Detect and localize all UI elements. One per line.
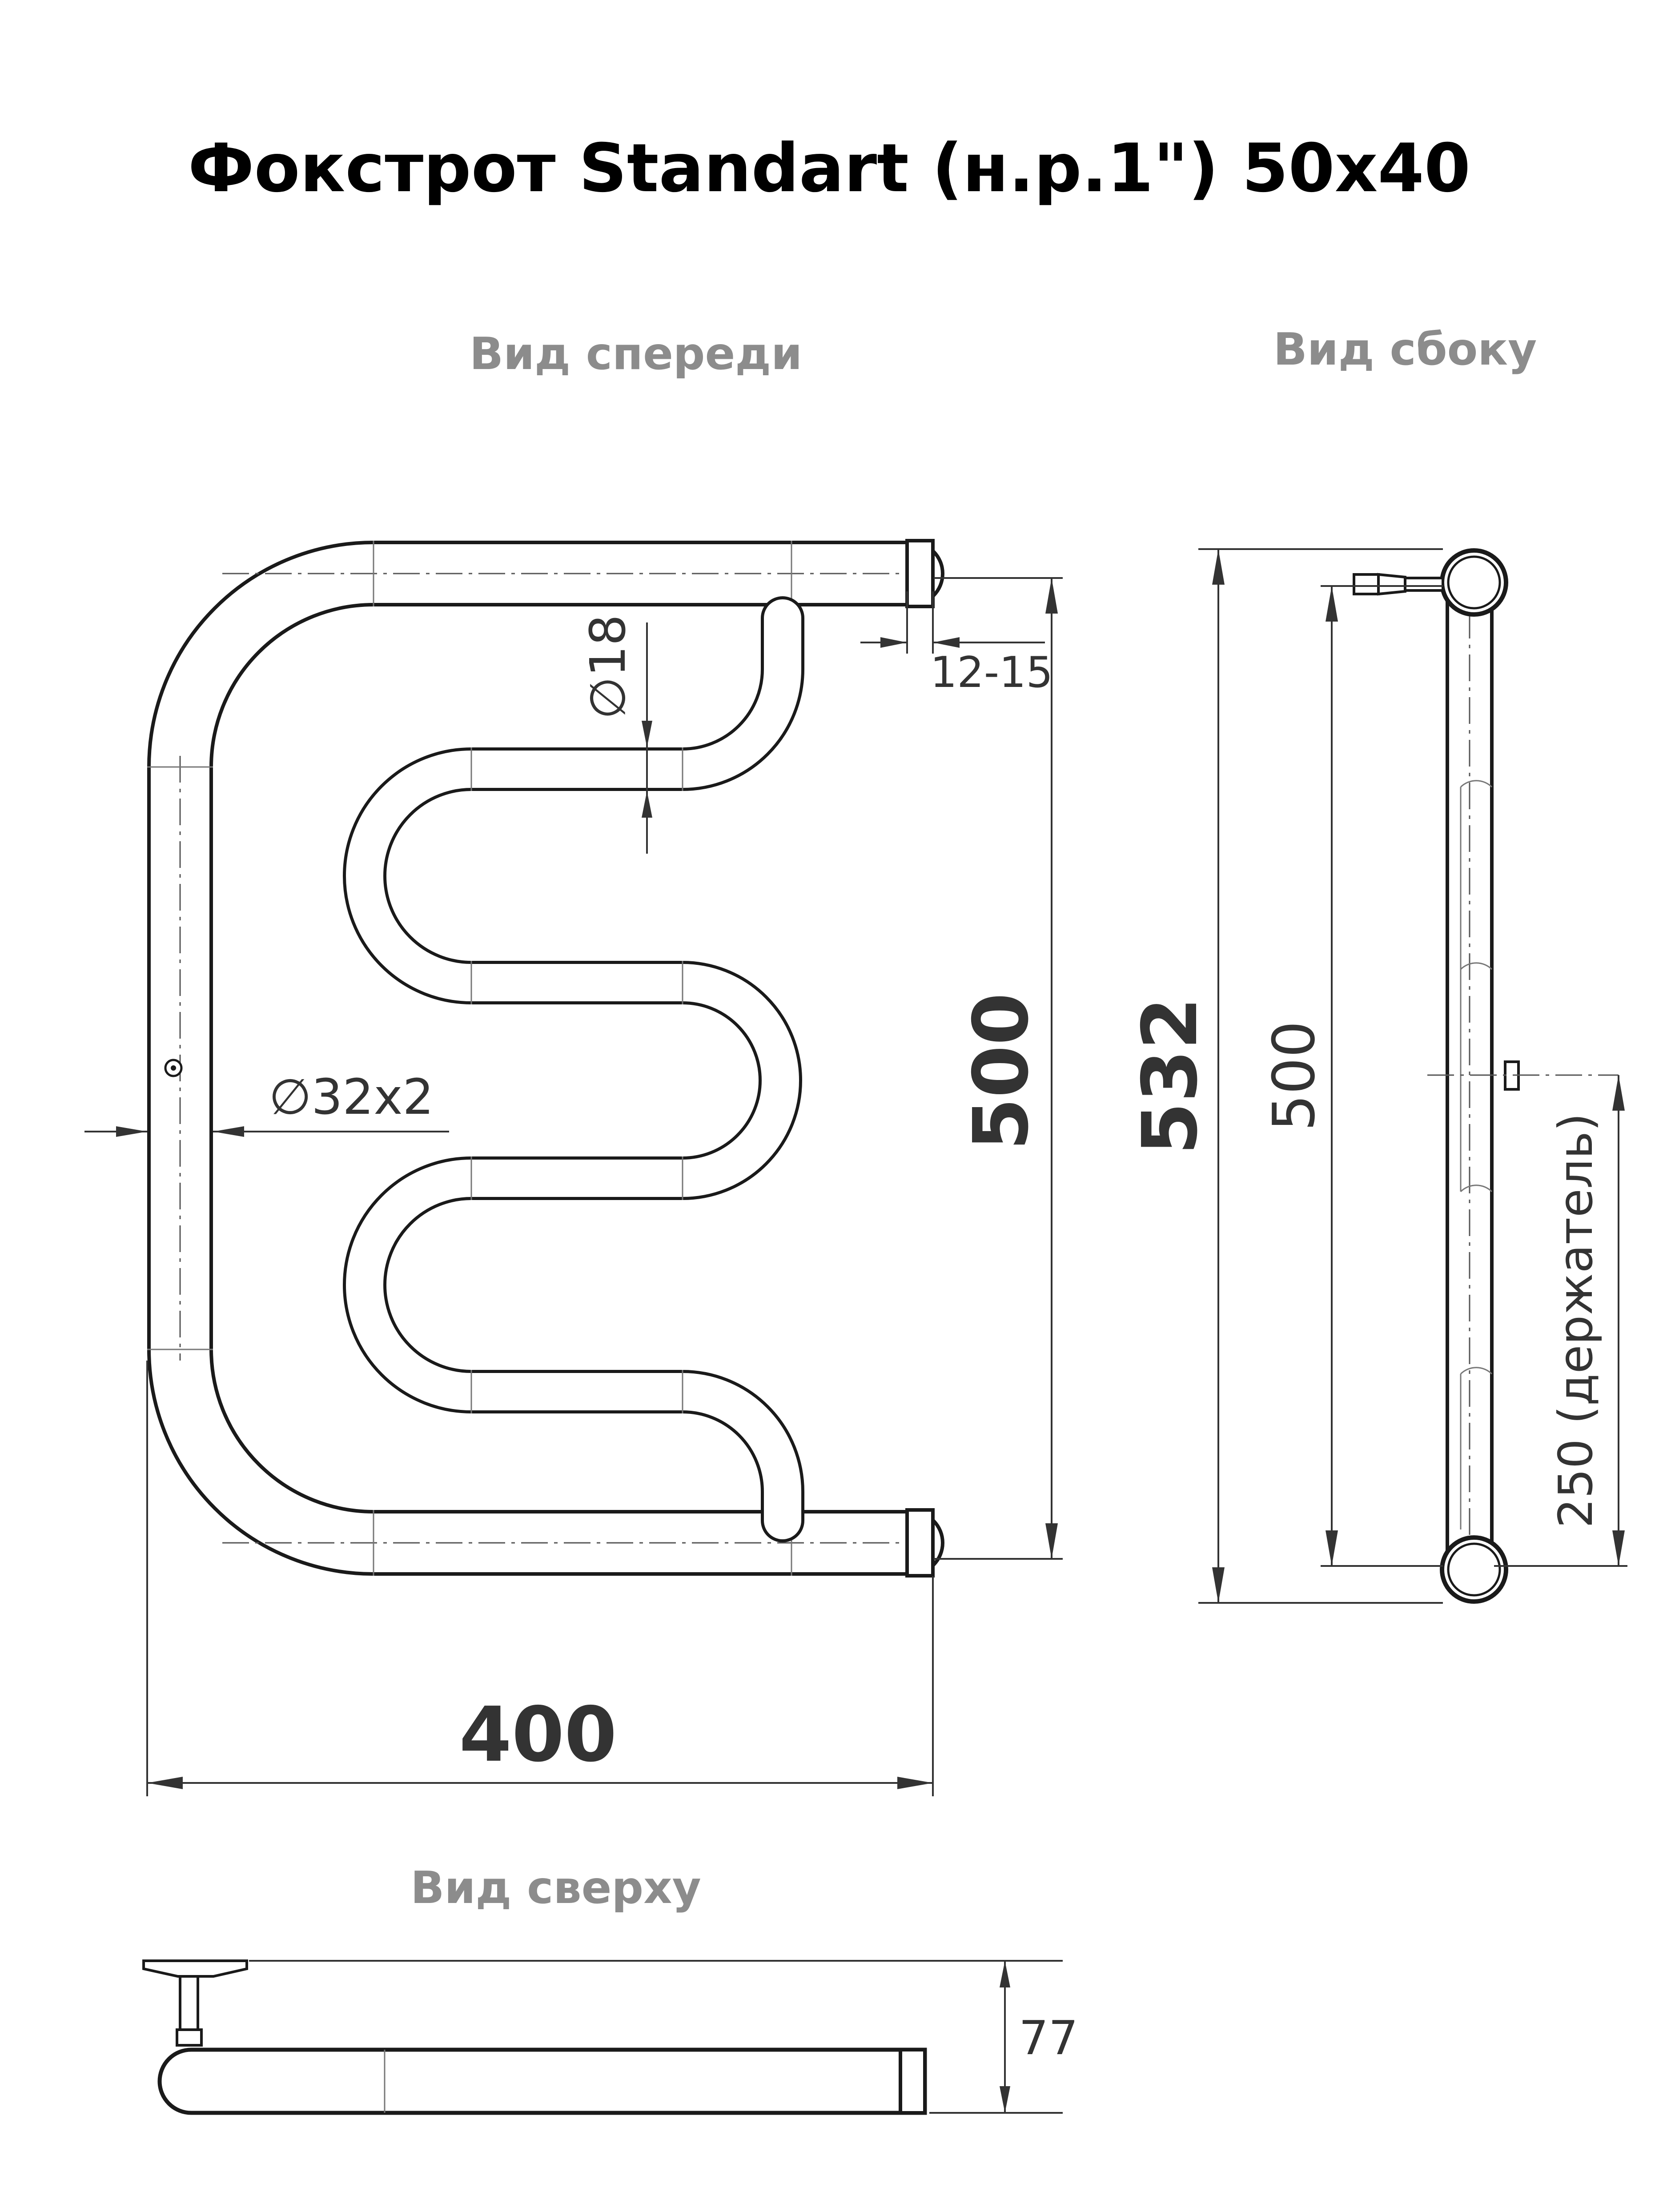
- total-height-dimension: 532: [1126, 548, 1443, 1604]
- side-view-label: Вид сбоку: [1273, 323, 1537, 375]
- side-view: 532 500 250 (держатель): [1126, 548, 1627, 1604]
- side-pipe-top: [1440, 548, 1508, 617]
- side-height-dimension: 500: [1260, 585, 1443, 1567]
- holder-dimension: 250 (держатель): [1494, 1075, 1627, 1567]
- top-holder-rod: [179, 1975, 199, 2031]
- height-dimension: 500: [934, 577, 1063, 1560]
- width-dimension: 400: [146, 1361, 934, 1796]
- height-value: 500: [957, 993, 1045, 1151]
- main-pipe: [147, 539, 944, 1578]
- depth-dimension: 77: [249, 1960, 1078, 2114]
- front-view-label: Вид спереди: [470, 328, 802, 380]
- valve: [1353, 573, 1444, 596]
- drawing-title: Фокстрот Standart (н.р.1") 50x40: [188, 130, 1470, 207]
- main-pipe-value: ∅32x2: [269, 1068, 434, 1125]
- inner-pipe-dimension: ∅18: [579, 614, 652, 854]
- offset-value: 12-15: [930, 648, 1053, 697]
- serpentine-pipe: [343, 596, 804, 1542]
- holder-value: 250 (держатель): [1549, 1113, 1603, 1528]
- top-view-label: Вид сверху: [410, 1862, 701, 1914]
- side-pipe-bottom: [1440, 1535, 1508, 1604]
- total-height-value: 532: [1126, 997, 1214, 1155]
- depth-value: 77: [1019, 2011, 1078, 2065]
- width-value: 400: [459, 1691, 617, 1779]
- pipe-end-bottom: [905, 1508, 935, 1578]
- offset-dimension: 12-15: [860, 591, 1053, 697]
- front-view: 400 500 12-15 ∅18: [84, 539, 1063, 1796]
- top-view: 77: [142, 1959, 1078, 2115]
- top-pipe: [157, 2047, 927, 2115]
- inner-pipe-value: ∅18: [579, 614, 636, 719]
- pipe-end-top: [905, 539, 935, 608]
- side-height-value: 500: [1260, 1021, 1328, 1131]
- main-pipe-dimension: ∅32x2: [84, 1068, 449, 1137]
